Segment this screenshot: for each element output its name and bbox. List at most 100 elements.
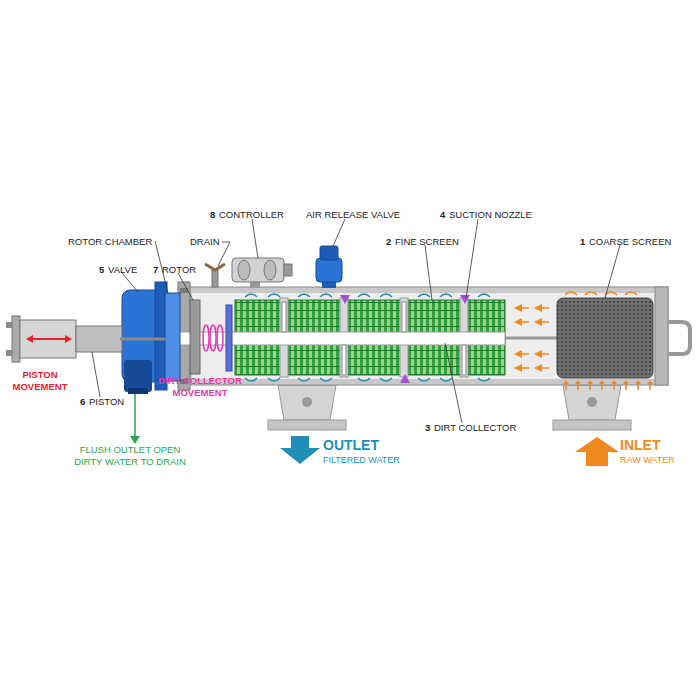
leader-line: [252, 219, 258, 258]
filtered-flow-arrow: [245, 294, 490, 297]
movement-label: DIRT COLLECTOR MOVEMENT: [145, 375, 255, 399]
part-label: ROTOR: [162, 264, 196, 276]
part-label: VALVE: [108, 264, 137, 276]
callout-number: 2: [386, 236, 391, 248]
callout-number: 8: [210, 209, 215, 221]
rotor: [190, 300, 200, 374]
coarse-screen: [557, 298, 653, 378]
raw-flow-arrow: [565, 292, 637, 295]
support-leg: [268, 420, 346, 430]
coarse-screen: [557, 298, 653, 378]
piston-movement-arrow: [26, 335, 72, 343]
air-release-valve: [316, 246, 342, 288]
leader-line: [605, 245, 620, 298]
support-leg: [278, 385, 336, 420]
leader-line: [122, 273, 138, 292]
inlet-arrow: [575, 437, 619, 466]
leader-line: [425, 245, 432, 300]
piston: [6, 316, 165, 362]
callout-number: 5: [99, 264, 104, 276]
valve-body: [165, 293, 180, 381]
movement-label: PISTON MOVEMENT: [8, 369, 72, 393]
callout-number: 7: [153, 264, 158, 276]
part-label: COARSE SCREEN: [589, 236, 671, 248]
suction-nozzle: [282, 302, 466, 375]
drain-valve: [205, 264, 225, 287]
dirt-collector-movement-arrow: [210, 325, 216, 351]
filtered-flow-arrow: [245, 294, 490, 381]
rotor: [226, 305, 232, 371]
piston-movement-arrow: [30, 338, 68, 340]
leader-line: [445, 343, 462, 423]
flow-label: OUTLET: [323, 437, 379, 453]
part-label: CONTROLLER: [219, 209, 284, 221]
controller: [264, 260, 276, 280]
raw-flow-arrow: [514, 292, 653, 390]
nozzle-marker: [400, 374, 410, 383]
leader-line: [466, 219, 478, 298]
leader-line: [218, 242, 230, 266]
support-leg: [587, 397, 597, 407]
suction-nozzle: [462, 345, 466, 375]
support-leg: [553, 420, 631, 430]
outlet-arrow: [280, 436, 320, 464]
callout-number: 1: [580, 236, 585, 248]
suction-nozzle: [402, 302, 406, 332]
callout-number: 3: [425, 422, 430, 434]
flush-arrow: [130, 436, 140, 444]
leader-line: [178, 273, 193, 300]
flush-arrow: [134, 394, 136, 438]
piston: [120, 338, 165, 341]
raw-flow-arrow: [566, 384, 650, 390]
air-release-valve: [316, 258, 342, 282]
outlet-arrow: [280, 436, 320, 464]
piston: [12, 316, 20, 362]
suction-nozzle: [342, 345, 346, 375]
raw-flow-arrow: [522, 308, 549, 368]
flow-label: RAW WATER: [620, 454, 675, 466]
controller: [232, 258, 292, 288]
raw-flow-arrow: [563, 380, 653, 384]
air-release-valve: [322, 282, 336, 288]
valve-body: [124, 360, 152, 392]
callout-number: 6: [80, 396, 85, 408]
dirt-collector-pipe: [165, 332, 560, 345]
valve-body: [128, 388, 148, 394]
flow-label: INLET: [620, 437, 660, 453]
inlet-arrow: [575, 437, 619, 466]
piston: [6, 322, 12, 328]
callout-number: 4: [440, 209, 445, 221]
part-label: FINE SCREEN: [395, 236, 459, 248]
flow-label: FILTERED WATER: [323, 454, 400, 466]
part-label: AIR RELEASE VALVE: [306, 209, 400, 221]
suction-nozzle: [282, 302, 286, 332]
raw-flow-arrow: [514, 304, 542, 372]
leader-line: [92, 219, 620, 423]
flush-label: FLUSH OUTLET OPEN DIRTY WATER TO DRAIN: [72, 444, 188, 468]
flush-arrow: [130, 394, 140, 444]
part-label: ROTOR CHAMBER: [68, 236, 152, 248]
leader-line: [92, 352, 100, 397]
controller: [238, 260, 250, 280]
piston: [76, 326, 122, 352]
part-label: DRAIN: [190, 236, 220, 248]
nozzle-marker: [460, 295, 470, 304]
part-label: SUCTION NOZZLE: [449, 209, 532, 221]
leader-line: [333, 219, 345, 246]
part-label: DIRT COLLECTOR: [434, 422, 516, 434]
piston: [20, 320, 76, 358]
filter-housing: [668, 322, 690, 354]
controller: [284, 264, 292, 276]
dirt-collector-pipe: [505, 337, 560, 340]
filter-housing: [655, 287, 668, 385]
drain-valve: [205, 264, 225, 270]
part-label: PISTON: [89, 396, 124, 408]
drain-valve: [212, 270, 218, 287]
dirt-collector-movement-arrow: [217, 325, 223, 351]
support-leg: [563, 385, 621, 420]
piston-movement-arrow: [26, 335, 72, 343]
air-release-valve: [320, 246, 338, 260]
rotor: [190, 300, 232, 374]
dirt-collector-movement-arrow: [203, 325, 209, 351]
controller: [232, 258, 284, 282]
